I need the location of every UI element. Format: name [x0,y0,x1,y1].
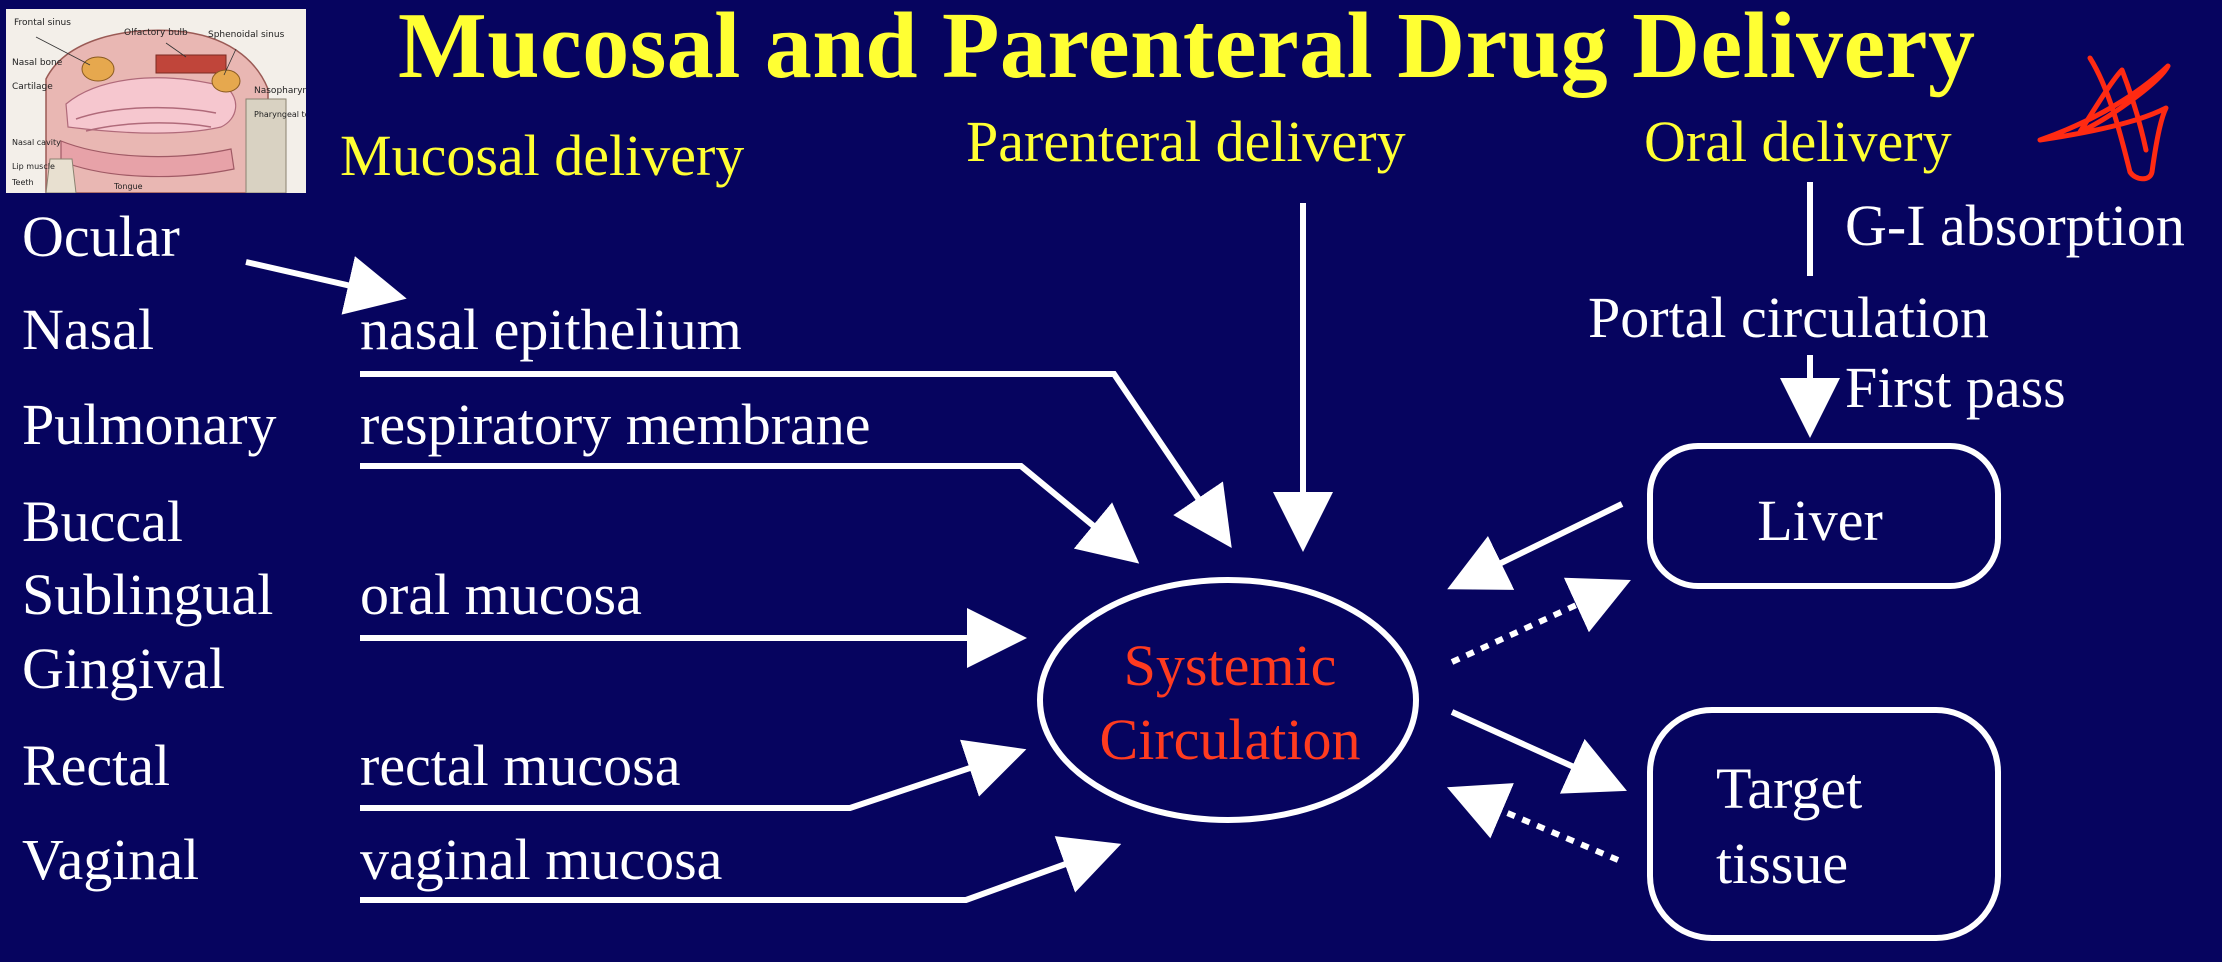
thumb-label-0: Frontal sinus [14,18,71,28]
route-gingival: Gingival [22,636,225,701]
thumb-label-9: Teeth [11,178,34,187]
label-first-pass: First pass [1845,355,2066,420]
arrow-respiratory-membrane [360,463,1140,564]
header-parenteral-delivery: Parenteral delivery [966,109,1406,174]
arrow-ocular-to-nasal [245,256,407,315]
membrane-vaginal-mucosa: vaginal mucosa [360,827,723,892]
arrow-target-to-systemic-dotted [1446,783,1620,863]
arrow-vaginal-mucosa [360,836,1122,903]
label-portal-circulation: Portal circulation [1588,285,1990,350]
nasal-anatomy-image: Frontal sinus Olfactory bulb Sphenoidal … [6,9,306,193]
membrane-nasal-epithelium: nasal epithelium [360,297,742,362]
route-pulmonary: Pulmonary [22,392,277,457]
header-oral-delivery: Oral delivery [1644,109,1952,174]
header-mucosal-delivery: Mucosal delivery [340,123,745,188]
thumb-label-2: Sphenoidal sinus [208,30,285,40]
thumb-label-1: Olfactory bulb [124,28,188,38]
arrow-rectal-mucosa [360,739,1027,811]
route-nasal: Nasal [22,297,155,362]
slide-title: Mucosal and Parenteral Drug Delivery [398,0,1976,98]
target-label-line2: tissue [1716,831,1849,896]
target-tissue-node [1647,707,2001,941]
systemic-label-line2: Circulation [1099,707,1361,772]
liver-label: Liver [1757,488,1883,553]
membrane-rectal-mucosa: rectal mucosa [360,733,681,798]
thumb-label-5: Nasopharynx [254,86,306,96]
route-sublingual: Sublingual [22,562,274,627]
nasal-anatomy-drawing: Frontal sinus Olfactory bulb Sphenoidal … [6,9,306,193]
arrow-systemic-to-liver-dotted [1450,577,1631,665]
arrow-systemic-to-target [1450,709,1627,794]
route-rectal: Rectal [22,733,171,798]
target-label-line1: Target [1716,756,1863,821]
thumb-label-10: Tongue [113,182,143,191]
thumb-label-8: Lip muscle [12,162,55,171]
thumb-label-7: Nasal cavity [12,138,61,147]
label-gi-absorption: G-I absorption [1845,193,2185,258]
route-vaginal: Vaginal [22,827,200,892]
thumb-label-3: Nasal bone [12,58,63,68]
route-buccal: Buccal [22,489,184,554]
arrow-nasal-epithelium [360,371,1232,548]
thumb-label-4: Cartilage [12,82,53,92]
systemic-circulation-node [1037,577,1419,823]
membrane-oral-mucosa: oral mucosa [360,562,642,627]
route-ocular: Ocular [22,204,180,269]
arrow-liver-to-systemic [1447,501,1624,590]
membrane-respiratory: respiratory membrane [360,392,871,457]
red-star-annotation-icon [2037,55,2171,182]
thumb-label-6: Pharyngeal tonsil [254,110,306,119]
liver-node [1647,443,2001,589]
systemic-label-line1: Systemic [1123,633,1337,698]
